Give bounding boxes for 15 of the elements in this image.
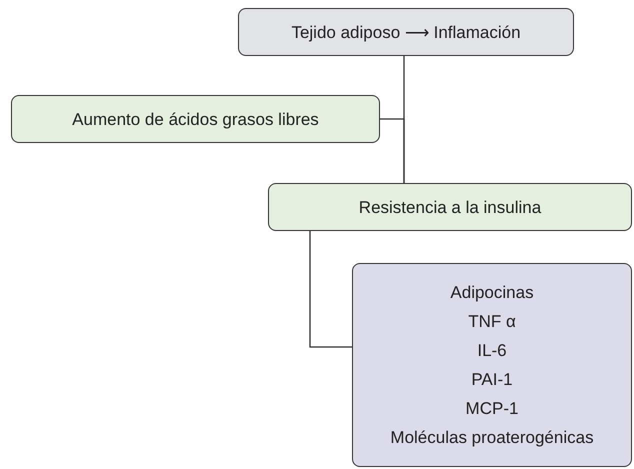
process-box bbox=[238, 8, 574, 56]
node-text: MCP-1 bbox=[466, 398, 518, 420]
node-text: Aumento de ácidos grasos libres bbox=[72, 108, 319, 130]
node-text: Moléculas proaterogénicas bbox=[390, 427, 594, 449]
node-text: Adipocinas bbox=[450, 282, 534, 304]
node-text: IL-6 bbox=[477, 340, 507, 362]
list-box bbox=[352, 263, 632, 467]
connector-line bbox=[380, 118, 405, 183]
process-box bbox=[11, 95, 380, 143]
node-text: Resistencia a la insulina bbox=[358, 196, 542, 218]
connector-line bbox=[309, 231, 352, 348]
node-text: PAI-1 bbox=[471, 369, 513, 391]
node-text: Tejido adiposo ⟶ Inflamación bbox=[291, 22, 521, 44]
node-text: TNF α bbox=[468, 311, 516, 333]
process-box bbox=[268, 183, 632, 231]
